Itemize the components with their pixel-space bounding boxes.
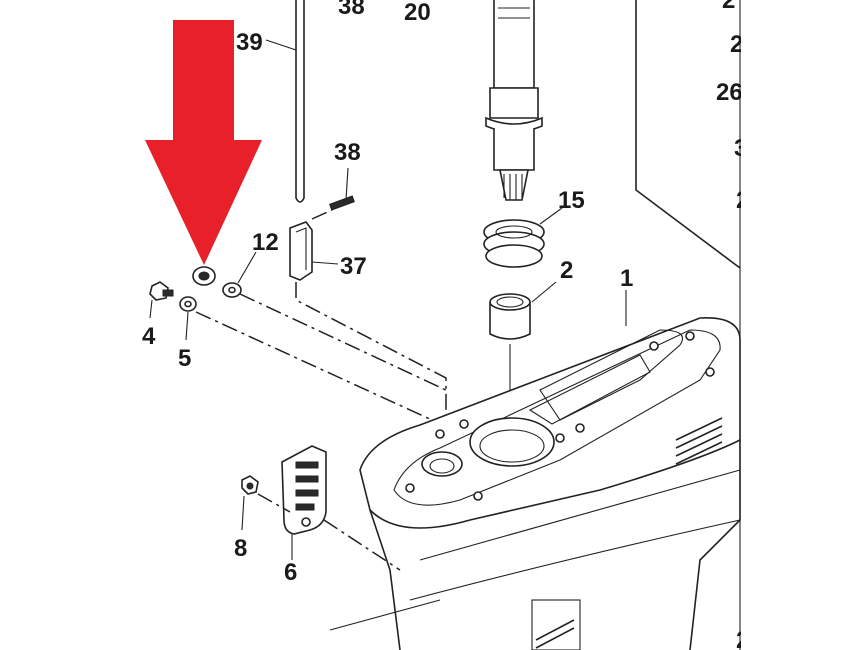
housing-outline-top	[635, 0, 741, 269]
right-margin	[741, 0, 850, 650]
part-37-bracket	[289, 221, 447, 430]
part-5-washer	[179, 296, 197, 341]
callout-38: 38	[334, 139, 361, 166]
part-39-shift-rod	[265, 0, 305, 203]
callout-8: 8	[234, 535, 247, 562]
part-38-screw	[311, 167, 355, 220]
dash-line-5	[195, 311, 433, 421]
callout-20: 20	[404, 0, 431, 26]
callout-4: 4	[142, 323, 156, 350]
callout-37: 37	[340, 253, 367, 280]
callout-2: 2	[560, 257, 573, 284]
dash-line-12	[239, 293, 451, 393]
part-6-anode	[281, 445, 401, 571]
callout-38-top: 38	[338, 0, 365, 20]
callout-5: 5	[178, 345, 191, 372]
callout-15: 15	[558, 187, 585, 214]
callout-39: 39	[236, 29, 263, 56]
part-4-bolt	[149, 281, 174, 319]
part-8-nut	[241, 475, 291, 531]
part-target-nut	[192, 266, 216, 286]
callout-6: 6	[284, 559, 297, 586]
part-15-seal	[483, 207, 563, 268]
part-12-washer	[222, 251, 257, 298]
callout-1: 1	[620, 265, 633, 292]
callout-edge-b: 2	[730, 31, 743, 58]
part-20-driveshaft	[485, 0, 543, 201]
callout-edge-a: 2	[722, 0, 735, 14]
red-indicator-arrow	[145, 20, 262, 265]
callout-26: 26	[716, 79, 743, 106]
callout-12: 12	[252, 229, 279, 256]
part-1-gear-housing	[329, 290, 741, 650]
